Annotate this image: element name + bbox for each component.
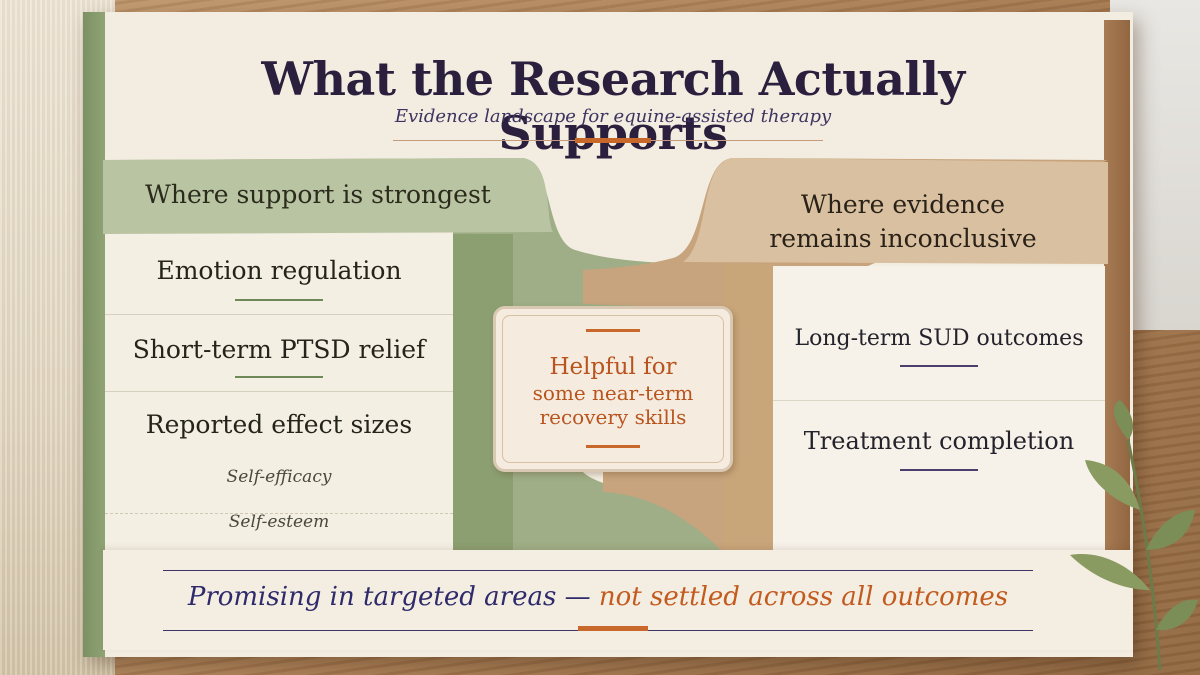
sub-item-label: Self-esteem: [228, 512, 330, 532]
left-spine: [83, 12, 105, 657]
card-bottom-rule: [586, 445, 640, 448]
right-heading-line1: Where evidence: [801, 190, 1005, 220]
left-item-emotion-regulation: Emotion regulation: [105, 234, 453, 315]
banner-accent: [578, 626, 648, 631]
right-item-label: Long-term SUD outcomes: [794, 326, 1084, 351]
banner-top-rule: [163, 570, 1033, 571]
left-item-effect-sizes: Reported effect sizes: [105, 392, 453, 553]
right-column-heading: Where evidence remains inconclusive: [708, 172, 1098, 272]
tan-header-panel: [683, 158, 1108, 264]
leaf-sprig-icon: [1070, 400, 1198, 670]
card-text: Helpful for some near-term recovery skil…: [506, 353, 720, 430]
page-subtitle: Evidence landscape for equine-assisted t…: [394, 106, 832, 127]
card-line2: some near-term: [532, 381, 694, 406]
left-column-heading: Where support is strongest: [145, 179, 491, 209]
card-top-rule: [586, 329, 640, 332]
green-underline: [235, 299, 323, 301]
card-inner-border: [502, 315, 724, 463]
center-summary-card: Helpful for some near-term recovery skil…: [493, 306, 733, 472]
left-item-label: Emotion regulation: [156, 256, 402, 285]
banner-part2: not settled across all outcomes: [598, 582, 1009, 612]
conclusion-banner: Promising in targeted areas — not settle…: [103, 550, 1133, 650]
green-underline: [235, 376, 323, 378]
card-line3: recovery skills: [539, 405, 687, 430]
right-item-sud-outcomes: Long-term SUD outcomes: [773, 266, 1105, 401]
sub-item-self-efficacy: Self-efficacy: [105, 467, 453, 514]
green-header-panel: [103, 158, 553, 234]
right-spine: [1104, 20, 1130, 630]
subtitle-rule-accent: [575, 138, 651, 143]
right-item-treatment-completion: Treatment completion: [773, 401, 1105, 551]
left-item-ptsd-relief: Short-term PTSD relief: [105, 315, 453, 392]
right-heading-line2: remains inconclusive: [769, 224, 1037, 253]
right-item-label: Treatment completion: [803, 427, 1075, 455]
sub-item-label: Self-efficacy: [226, 467, 332, 487]
left-item-label: Short-term PTSD relief: [132, 335, 426, 364]
purple-underline: [900, 365, 978, 367]
banner-text: Promising in targeted areas — not settle…: [123, 582, 1073, 612]
card-line1: Helpful for: [549, 354, 677, 380]
left-item-label: Reported effect sizes: [145, 410, 413, 439]
purple-underline: [900, 469, 978, 471]
banner-part1: Promising in targeted areas —: [187, 582, 591, 612]
sub-item-self-esteem: Self-esteem: [105, 512, 453, 558]
infographic-board: What the Research Actually Supports Evid…: [83, 12, 1133, 657]
page-title: What the Research Actually Supports: [261, 52, 965, 160]
